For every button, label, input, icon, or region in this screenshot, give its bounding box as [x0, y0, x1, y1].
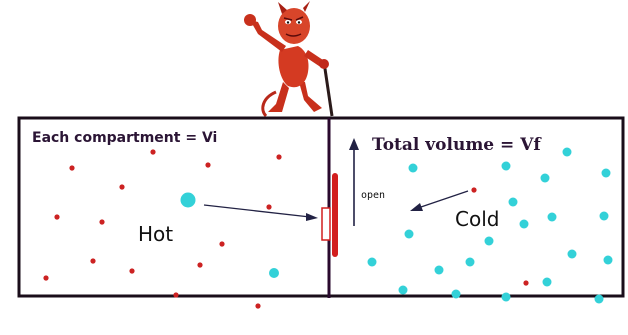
- particle: [119, 184, 125, 190]
- particle: [501, 161, 511, 171]
- particle: [601, 168, 611, 178]
- particle: [266, 204, 272, 210]
- particle: [276, 154, 282, 160]
- particle: [129, 268, 135, 274]
- particle: [404, 229, 414, 239]
- particle-slow-cold: [471, 187, 477, 193]
- particle: [398, 285, 408, 295]
- particle: [219, 241, 225, 247]
- particle: [205, 162, 211, 168]
- particle: [367, 257, 377, 267]
- particle: [484, 236, 494, 246]
- cold-particle-trajectory: [410, 190, 469, 211]
- particle: [255, 303, 261, 309]
- particle: [567, 249, 577, 259]
- right-compartment-caption: Total volume = Vf: [372, 135, 542, 155]
- cold-compartment-particles: [367, 147, 613, 304]
- particle: [173, 292, 179, 298]
- particle: [501, 292, 511, 302]
- particle: [434, 265, 444, 275]
- maxwell-demon-icon: [244, 1, 334, 118]
- open-arrow: [349, 138, 359, 226]
- left-compartment-caption: Each compartment = Vi: [32, 130, 217, 146]
- partition-gap-marker: [321, 207, 331, 241]
- particle: [523, 280, 529, 286]
- container-box: [17, 116, 625, 298]
- particle: [43, 275, 49, 281]
- particle: [508, 197, 518, 207]
- open-label: open: [361, 190, 385, 201]
- particle: [542, 277, 552, 287]
- particle: [269, 268, 279, 278]
- particle: [599, 211, 609, 221]
- particle: [69, 165, 75, 171]
- particle: [99, 219, 105, 225]
- particle: [594, 294, 604, 304]
- particle: [408, 163, 418, 173]
- particle: [562, 147, 572, 157]
- particle: [150, 149, 156, 155]
- particle-fast-hot: [180, 192, 196, 208]
- particle: [54, 214, 60, 220]
- particle: [90, 258, 96, 264]
- partition-door: [332, 173, 338, 257]
- particle: [465, 257, 475, 267]
- particle: [197, 262, 203, 268]
- particle: [603, 255, 613, 265]
- particle: [540, 173, 550, 183]
- particle: [547, 212, 557, 222]
- hot-particle-trajectory: [203, 204, 318, 221]
- particle: [519, 219, 529, 229]
- cold-label: Cold: [455, 207, 499, 231]
- hot-compartment-particles: [43, 149, 282, 309]
- hot-label: Hot: [138, 222, 173, 246]
- particle: [451, 289, 461, 299]
